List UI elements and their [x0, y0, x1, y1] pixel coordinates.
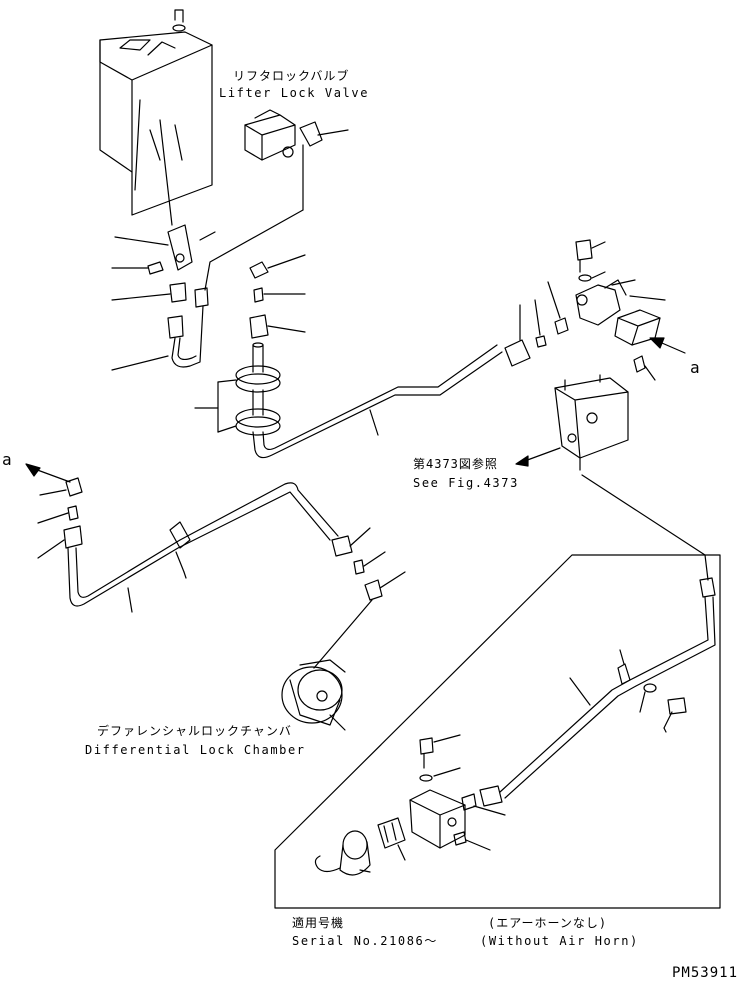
- without-air-horn-label-jp: (エアーホーンなし): [488, 916, 608, 930]
- diff-lock-chamber-label-jp: デファレンシャルロックチャンバ: [97, 724, 292, 738]
- diff-lock-chamber: [281, 599, 373, 731]
- fittings-middle: [249, 254, 306, 339]
- see-fig-label-jp: 第4373図参照: [413, 457, 498, 471]
- serial-label-jp: 適用号機: [292, 916, 345, 930]
- serial-label-en: Serial No.21086～: [292, 934, 438, 948]
- ref-a-left-label: a: [2, 450, 12, 469]
- fittings-left: [111, 224, 209, 371]
- arrow-a-left: [25, 463, 71, 483]
- lifter-lock-valve-label-jp: リフタロックバルブ: [233, 69, 350, 83]
- arrow-a-right: [649, 337, 686, 354]
- lifter-lock-valve: [244, 109, 349, 211]
- fittings-left-lower: [37, 477, 406, 613]
- diff-lock-chamber-label-en: Differential Lock Chamber: [85, 743, 306, 757]
- fittings-right-upper: [504, 239, 666, 381]
- drawing-code-label: PM53911: [672, 965, 739, 981]
- ref-a-right-label: a: [690, 358, 700, 377]
- bracket-plate: [99, 9, 213, 226]
- inset-connector: [314, 817, 406, 876]
- without-air-horn-label-en: (Without Air Horn): [480, 934, 639, 948]
- see-fig-label-en: See Fig.4373: [413, 476, 519, 490]
- inset-pipe: [461, 577, 716, 816]
- lifter-lock-valve-label-en: Lifter Lock Valve: [219, 86, 370, 100]
- inset-frame: [274, 554, 721, 909]
- grommet-pipe: [194, 342, 503, 459]
- inset-valve-block: [409, 734, 491, 851]
- control-valve-block: [515, 374, 709, 581]
